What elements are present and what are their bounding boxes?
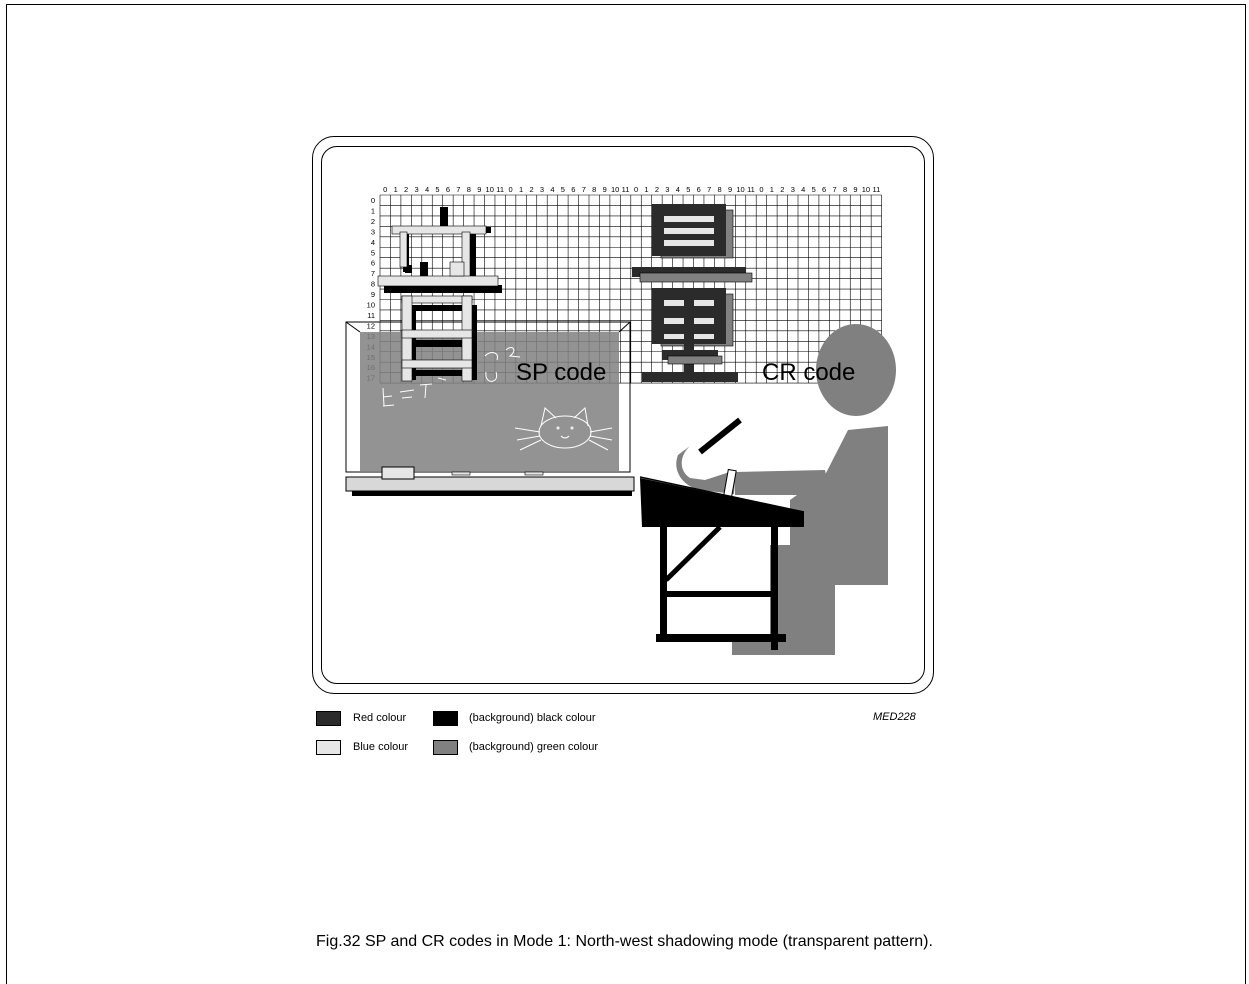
legend-swatch-green (433, 740, 458, 755)
column-tick-label: 10 (736, 185, 744, 194)
column-tick-label: 2 (529, 185, 533, 194)
column-tick-label: 7 (456, 185, 460, 194)
column-tick-label: 4 (425, 185, 429, 194)
column-tick-label: 7 (832, 185, 836, 194)
figure-reference-code: MED228 (873, 711, 916, 723)
column-tick-label: 0 (383, 185, 387, 194)
legend-swatch-red (316, 711, 341, 726)
legend-swatch-black (433, 711, 458, 726)
column-tick-label: 9 (728, 185, 732, 194)
legend-label-red: Red colour (353, 712, 407, 724)
row-tick-label: 4 (371, 238, 375, 247)
blackboard (345, 321, 635, 496)
cr-code-glyph (632, 204, 753, 382)
column-tick-label: 5 (812, 185, 816, 194)
legend-label-black: (background) black colour (469, 712, 596, 724)
column-tick-label: 10 (611, 185, 619, 194)
legend-label-blue: Blue colour (353, 741, 409, 753)
row-tick-label: 6 (371, 259, 375, 268)
chalk-icon (524, 471, 544, 476)
column-tick-label: 6 (822, 185, 826, 194)
column-tick-label: 11 (747, 185, 755, 194)
figure-inner-border (321, 146, 925, 684)
column-tick-label: 0 (634, 185, 638, 194)
row-tick-label: 1 (371, 206, 375, 215)
column-tick-label: 10 (862, 185, 870, 194)
row-tick-label: 2 (371, 217, 375, 226)
cr-code-label: CR code (762, 359, 856, 386)
column-tick-label: 4 (550, 185, 554, 194)
column-tick-label: 7 (582, 185, 586, 194)
column-tick-label: 1 (519, 185, 523, 194)
column-tick-label: 6 (697, 185, 701, 194)
column-tick-label: 0 (509, 185, 513, 194)
column-tick-label: 2 (655, 185, 659, 194)
column-tick-label: 11 (872, 185, 880, 194)
column-tick-label: 11 (496, 185, 504, 194)
legend-label-green: (background) green colour (469, 741, 599, 753)
column-tick-label: 3 (540, 185, 544, 194)
column-tick-label: 6 (446, 185, 450, 194)
column-tick-label: 5 (686, 185, 690, 194)
row-tick-label: 11 (367, 311, 375, 320)
row-tick-label: 0 (371, 196, 375, 205)
column-tick-label: 9 (477, 185, 481, 194)
row-tick-label: 5 (371, 248, 375, 257)
column-tick-label: 11 (622, 185, 630, 194)
column-tick-label: 4 (801, 185, 805, 194)
column-tick-label: 8 (843, 185, 847, 194)
column-tick-label: 2 (404, 185, 408, 194)
column-tick-label: 1 (394, 185, 398, 194)
person-figure (676, 324, 896, 655)
row-tick-label: 8 (371, 280, 375, 289)
eraser-icon (381, 466, 415, 480)
chalk-scribbles (382, 347, 613, 451)
column-tick-label: 4 (676, 185, 680, 194)
column-tick-label: 7 (707, 185, 711, 194)
column-tick-label: 9 (603, 185, 607, 194)
column-tick-label: 5 (435, 185, 439, 194)
column-tick-label: 3 (414, 185, 418, 194)
figure-caption: Fig.32 SP and CR codes in Mode 1: North-… (316, 933, 933, 950)
desk (639, 476, 805, 650)
column-tick-label: 8 (467, 185, 471, 194)
sp-code-label: SP code (516, 359, 607, 386)
column-tick-label: 8 (592, 185, 596, 194)
pen-icon (698, 417, 742, 455)
column-tick-label: 3 (665, 185, 669, 194)
column-tick-label: 9 (853, 185, 857, 194)
row-tick-label: 10 (367, 301, 375, 310)
column-tick-label: 3 (791, 185, 795, 194)
column-tick-label: 1 (644, 185, 648, 194)
row-tick-label: 3 (371, 227, 375, 236)
sp-code-glyph (377, 207, 502, 382)
row-tick-label: 9 (371, 290, 375, 299)
row-tick-label: 7 (371, 269, 375, 278)
column-tick-label: 5 (561, 185, 565, 194)
column-tick-label: 2 (780, 185, 784, 194)
legend-swatch-blue (316, 740, 341, 755)
column-tick-label: 1 (770, 185, 774, 194)
column-tick-label: 6 (571, 185, 575, 194)
chalk-icon (451, 471, 471, 476)
figure-outer-border (312, 136, 934, 694)
column-tick-label: 10 (486, 185, 494, 194)
column-tick-label: 0 (759, 185, 763, 194)
page-frame (6, 4, 1246, 984)
column-tick-label: 8 (718, 185, 722, 194)
row-tick-label: 12 (367, 321, 375, 330)
